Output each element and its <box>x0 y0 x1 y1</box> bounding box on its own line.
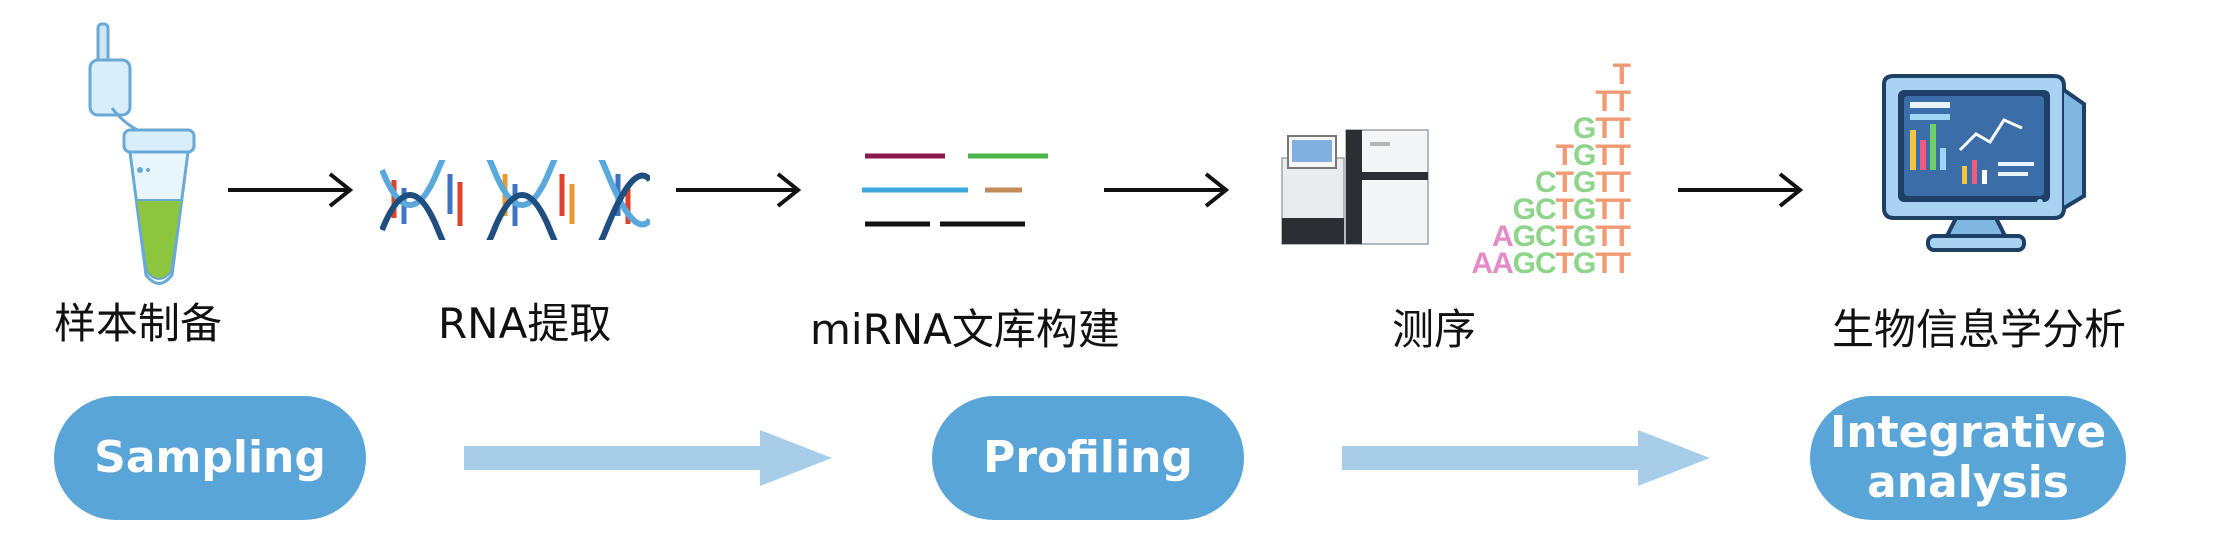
stage-pill-profiling: Profiling <box>932 396 1244 520</box>
nucleotide-G: G <box>1573 112 1596 145</box>
nucleotide-A: A <box>1491 247 1514 280</box>
sample-tube-icon <box>88 22 196 285</box>
nucleotide-T: T <box>1612 85 1631 118</box>
nucleotide-G: G <box>1512 193 1536 226</box>
nucleotide-G: G <box>1573 166 1596 199</box>
nucleotide-T: T <box>1555 139 1574 172</box>
nucleotide-T: T <box>1555 247 1574 280</box>
step-label-bioinformatics: 生物信息学分析 <box>1832 305 2127 354</box>
nucleotide-G: G <box>1512 247 1536 280</box>
nucleotide-G: G <box>1573 139 1596 172</box>
step-label-library-construction: miRNA文库构建 <box>810 305 1120 354</box>
nucleotide-G: G <box>1573 193 1596 226</box>
sequence-row: AAGCTGTT <box>1471 247 1631 280</box>
stage-pill-integrative-analysis: Integrative analysis <box>1810 396 2126 520</box>
stage-pill-integrative-line1: Integrative <box>1829 407 2107 458</box>
nucleotide-T: T <box>1612 193 1631 226</box>
nucleotide-C: C <box>1535 220 1557 253</box>
sequence-row: CTGTT <box>1535 166 1631 199</box>
sequence-row: TGTT <box>1555 139 1631 172</box>
nucleotide-T: T <box>1595 112 1613 145</box>
nucleotide-T: T <box>1595 139 1613 172</box>
thin-arrow-2 <box>676 172 802 208</box>
nucleotide-T: T <box>1612 112 1631 145</box>
thin-arrow-3 <box>1104 172 1230 208</box>
rna-helix-icon <box>380 160 650 240</box>
nucleotide-C: C <box>1535 166 1557 199</box>
thin-arrow-1 <box>228 172 354 208</box>
step-label-sampling: 样本制备 <box>54 299 223 348</box>
sequence-row: T <box>1612 58 1631 91</box>
nucleotide-T: T <box>1555 193 1574 226</box>
sequencer-icon <box>1281 129 1429 245</box>
nucleotide-A: A <box>1471 247 1493 280</box>
nucleotide-T: T <box>1612 220 1631 253</box>
big-arrow-2 <box>1342 430 1710 486</box>
nucleotide-G: G <box>1573 247 1596 280</box>
sequence-row: GTT <box>1573 112 1631 145</box>
nucleotide-T: T <box>1595 85 1613 118</box>
nucleotide-G: G <box>1512 220 1536 253</box>
nucleotide-T: T <box>1555 166 1574 199</box>
stage-pill-profiling-text: Profiling <box>983 432 1193 483</box>
stage-pill-sampling: Sampling <box>54 396 366 520</box>
nucleotide-T: T <box>1555 220 1574 253</box>
nucleotide-T: T <box>1612 139 1631 172</box>
nucleotide-A: A <box>1491 220 1514 253</box>
stage-pill-sampling-text: Sampling <box>94 432 326 483</box>
big-arrow-1 <box>464 430 832 486</box>
computer-monitor-icon <box>1882 74 2086 252</box>
nucleotide-C: C <box>1535 247 1557 280</box>
library-fragments-icon <box>862 153 1048 227</box>
sequence-row: GCTGTT <box>1512 193 1631 226</box>
nucleotide-C: C <box>1535 193 1557 226</box>
step-label-rna-extraction: RNA提取 <box>438 299 612 348</box>
thin-arrow-4 <box>1678 172 1804 208</box>
nucleotide-T: T <box>1612 58 1631 91</box>
nucleotide-T: T <box>1595 193 1613 226</box>
sequence-row: TT <box>1595 85 1631 118</box>
nucleotide-T: T <box>1595 220 1613 253</box>
nucleotide-G: G <box>1573 220 1596 253</box>
nucleotide-T: T <box>1595 247 1613 280</box>
stage-pill-integrative-line2: analysis <box>1867 457 2069 508</box>
step-label-sequencing: 测序 <box>1392 305 1477 354</box>
nucleotide-T: T <box>1612 166 1631 199</box>
nucleotide-T: T <box>1612 247 1631 280</box>
sequence-row: AGCTGTT <box>1491 220 1631 253</box>
nucleotide-T: T <box>1595 166 1613 199</box>
